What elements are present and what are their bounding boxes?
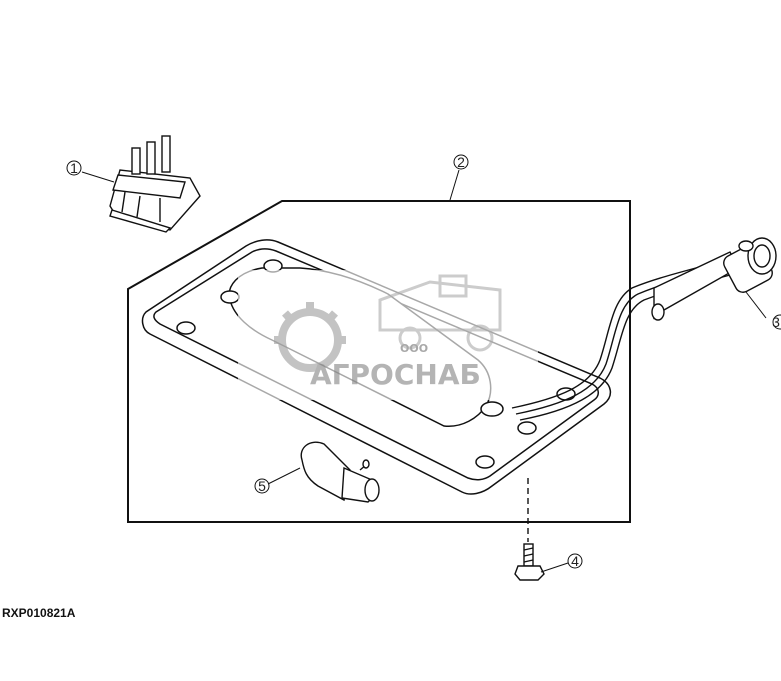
- leader-lines: [81, 169, 767, 573]
- svg-text:АГРОСНАБ: АГРОСНАБ: [310, 358, 481, 391]
- lamp-bulb: [300, 441, 380, 503]
- screw: [514, 478, 545, 581]
- figure-reference: RXP010821A: [2, 606, 76, 620]
- svg-text:ООО: ООО: [400, 342, 428, 355]
- gear-icon: [274, 302, 346, 372]
- callout-4: 4: [567, 553, 583, 569]
- svg-text:1: 1: [70, 160, 78, 176]
- harvester-icon: [378, 274, 502, 352]
- svg-text:4: 4: [571, 553, 579, 569]
- callout-2: 2: [453, 154, 469, 170]
- callout-3: 3: [772, 314, 781, 330]
- assembly-frame: [127, 200, 631, 523]
- watermark-logo: ООО АГРОСНАБ: [238, 270, 538, 400]
- wire-harness: [511, 237, 777, 421]
- svg-text:2: 2: [457, 154, 465, 170]
- callout-5: 5: [254, 478, 270, 494]
- svg-text:5: 5: [258, 478, 266, 494]
- svg-text:3: 3: [772, 314, 780, 330]
- rocker-switch: [109, 135, 201, 233]
- callout-1: 1: [66, 160, 82, 176]
